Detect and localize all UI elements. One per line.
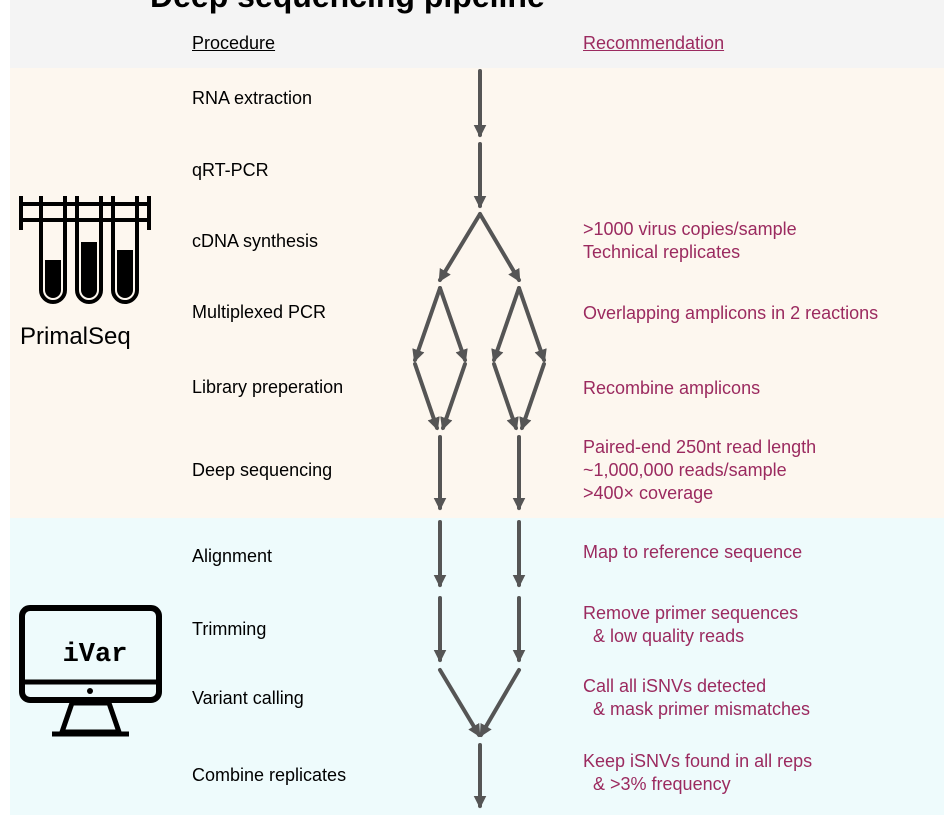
primalseq-section (10, 68, 944, 518)
step-library-preparation: Library preperation (192, 377, 344, 397)
arrow-split-right (478, 212, 521, 283)
rec-cdna-synthesis: >1000 virus copies/sample Technical repl… (583, 219, 797, 262)
step-combine-replicates: Combine replicates (192, 765, 347, 785)
step-deep-sequencing: Deep sequencing (192, 460, 333, 480)
procedure-header: Procedure (192, 33, 276, 53)
arrow-lib-l1 (413, 362, 440, 431)
step-qrt-pcr: qRT-PCR (192, 160, 269, 180)
rec-variant-calling: Call all iSNVs detected & mask primer mi… (583, 676, 811, 719)
header-band (10, 0, 944, 68)
ivar-label: iVar (62, 640, 128, 670)
rec-multiplexed-pcr: Overlapping amplicons in 2 reactions (583, 303, 879, 323)
ivar-section (10, 518, 944, 815)
title-clip: Deep sequencing pipeline (0, 0, 944, 18)
primalseq-label: PrimalSeq (20, 323, 131, 350)
rec-library-preparation: Recombine amplicons (583, 378, 761, 398)
arrow-pcr-r1 (491, 286, 521, 363)
arrow-pcr-l2 (438, 286, 468, 363)
arrow-merge-right (479, 668, 521, 738)
step-trimming: Trimming (192, 619, 267, 639)
arrow-lib-r2 (519, 362, 546, 431)
step-variant-calling: Variant calling (192, 688, 304, 708)
rec-trimming: Remove primer sequences & low quality re… (583, 603, 799, 646)
recommendation-header: Recommendation (583, 33, 725, 53)
arrow-pcr-l1 (412, 286, 442, 363)
page-title: Deep sequencing pipeline (150, 0, 545, 15)
rec-alignment: Map to reference sequence (583, 542, 803, 562)
rec-combine-replicates: Keep iSNVs found in all reps & >3% frequ… (583, 751, 813, 794)
step-alignment: Alignment (192, 546, 273, 566)
monitor-icon (19, 605, 162, 737)
arrow-split-left (438, 212, 482, 283)
step-cdna-synthesis: cDNA synthesis (192, 231, 319, 251)
test-tubes-icon (19, 196, 151, 304)
arrow-merge-left (438, 668, 481, 738)
step-multiplexed-pcr: Multiplexed PCR (192, 302, 327, 322)
rec-deep-sequencing: Paired-end 250nt read length ~1,000,000 … (583, 437, 817, 503)
arrow-pcr-r2 (517, 286, 547, 363)
arrow-lib-r1 (492, 362, 519, 431)
step-rna-extraction: RNA extraction (192, 88, 313, 108)
arrow-lib-l2 (440, 362, 467, 431)
